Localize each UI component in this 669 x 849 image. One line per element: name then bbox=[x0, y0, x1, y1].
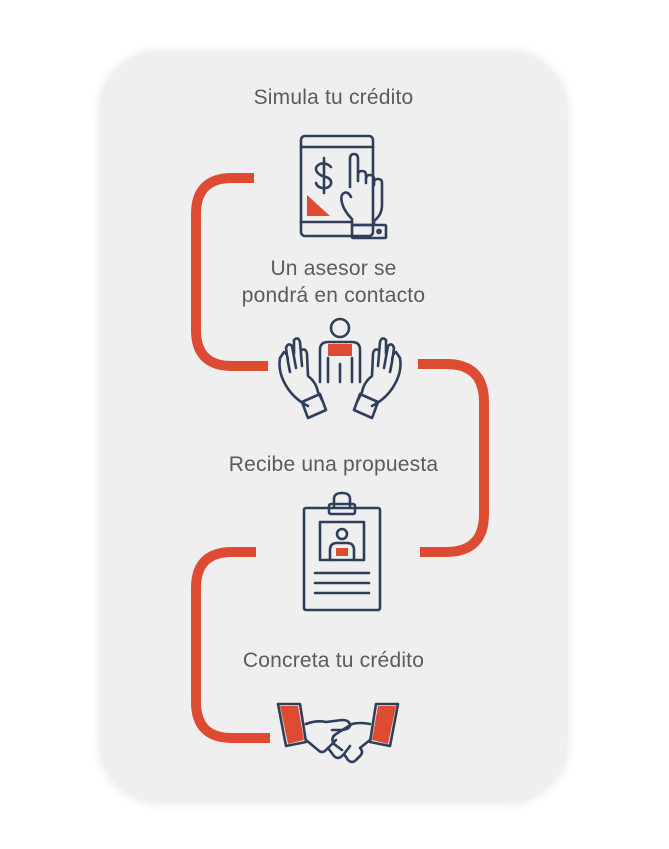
step-2-label-line2: pondrá en contacto bbox=[241, 284, 426, 307]
clipboard-id-icon bbox=[301, 490, 383, 614]
step-4-label: Concreta tu crédito bbox=[242, 649, 425, 672]
hands-person-icon bbox=[276, 314, 404, 426]
step-1-label: Simula tu crédito bbox=[253, 86, 414, 109]
handshake-icon bbox=[276, 700, 400, 772]
connector-left-1 bbox=[191, 173, 268, 371]
step-3-label: Recibe una propuesta bbox=[228, 453, 439, 476]
connector-left-2 bbox=[191, 547, 270, 743]
step-2-label-line1: Un asesor se bbox=[270, 257, 397, 280]
tablet-payment-icon bbox=[298, 133, 392, 241]
connector-right-1 bbox=[418, 359, 489, 557]
